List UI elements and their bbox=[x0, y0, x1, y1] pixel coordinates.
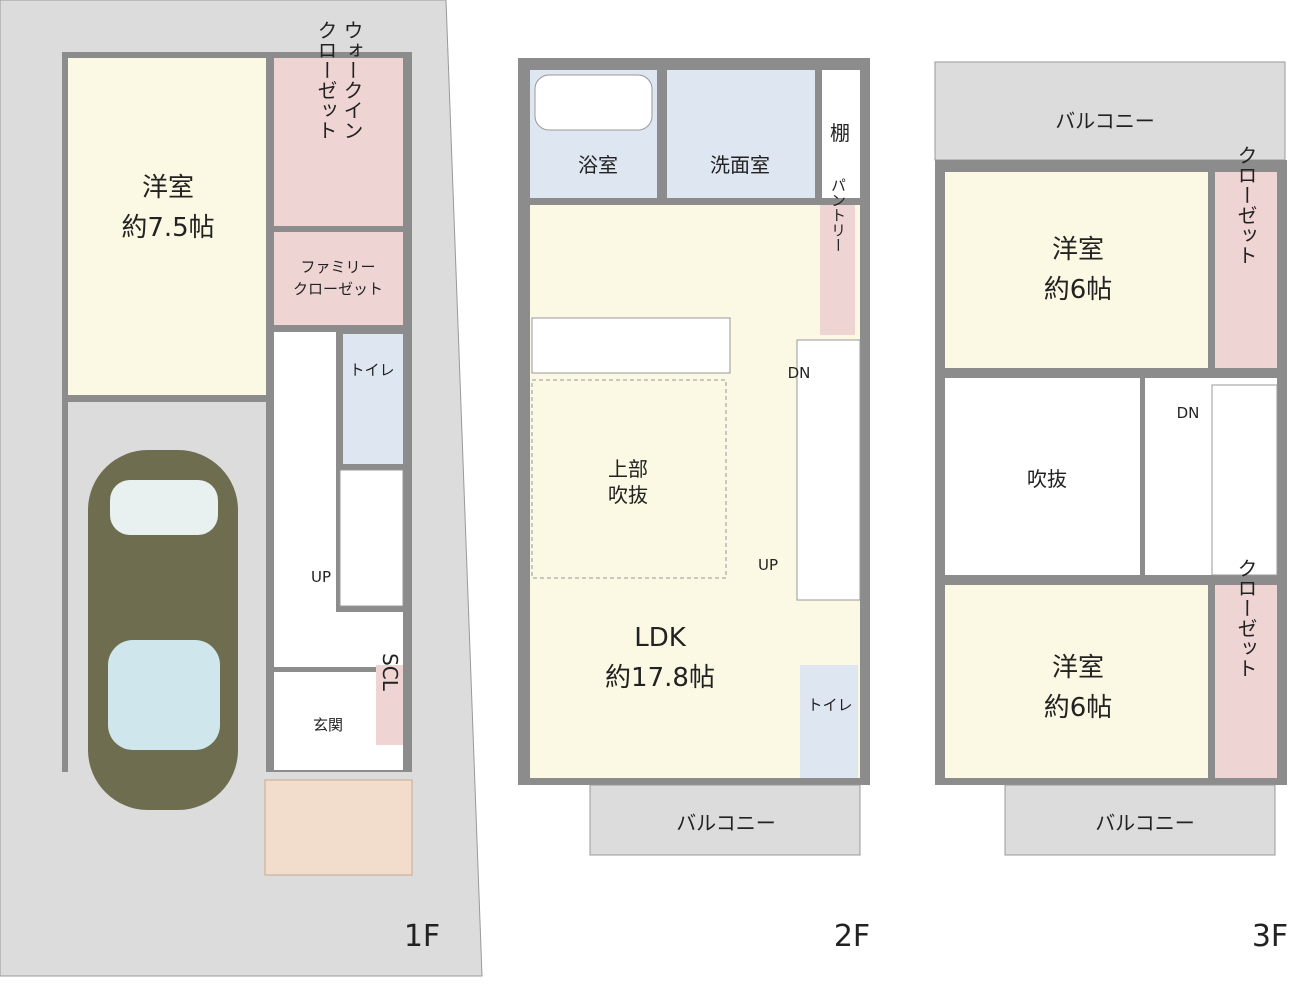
washroom-label: 洗面室 bbox=[710, 153, 770, 177]
floor-2f: 浴室 洗面室 棚 パントリー 上部 吹抜 LDK 約17.8帖 DN UP トイ… bbox=[518, 58, 870, 954]
void-3f bbox=[945, 378, 1140, 575]
closet2-label: クローゼット bbox=[1234, 558, 1258, 678]
shelf-label: 棚 bbox=[830, 121, 850, 145]
floor-3f: バルコニー 洋室 約6帖 クローゼット 吹抜 DN 洋室 約6帖 クローゼット … bbox=[934, 61, 1288, 954]
stairs-2f-down: DN bbox=[788, 364, 811, 382]
room1-name: 洋室 bbox=[1052, 235, 1104, 265]
ldk-name: LDK bbox=[634, 623, 687, 653]
balcony-2f-label: バルコニー bbox=[676, 811, 776, 835]
shoe-closet-label: SCL bbox=[378, 653, 402, 692]
balcony-3f-bottom bbox=[1004, 784, 1276, 856]
family-closet-label-2: クローゼット bbox=[293, 280, 383, 298]
toilet-1f-label: トイレ bbox=[349, 361, 394, 379]
kitchen-counter bbox=[531, 317, 731, 374]
void-above-label-2: 吹抜 bbox=[608, 483, 648, 507]
closet-3f-2 bbox=[1215, 585, 1277, 778]
entrance-porch bbox=[264, 779, 413, 876]
pantry bbox=[820, 205, 855, 335]
toilet-1f bbox=[343, 334, 403, 464]
family-closet-label-1: ファミリー bbox=[300, 258, 375, 276]
balcony-3f-top bbox=[934, 61, 1286, 161]
balcony-3f-top-label: バルコニー bbox=[1055, 109, 1155, 133]
wic-label-1: ウォークイン bbox=[340, 20, 364, 140]
stairs-1f bbox=[339, 469, 404, 607]
toilet-2f-label: トイレ bbox=[807, 696, 852, 714]
hallway-1f bbox=[274, 332, 336, 667]
closet-3f-1 bbox=[1215, 172, 1277, 368]
bath-label: 浴室 bbox=[578, 153, 618, 177]
western-room-3f-1 bbox=[945, 172, 1208, 368]
void-above-label-1: 上部 bbox=[608, 457, 648, 481]
floor-1f: 洋室 約7.5帖 ウォークイン クローゼット ファミリー クローゼット トイレ … bbox=[0, 0, 483, 977]
garage-wall bbox=[62, 402, 68, 772]
western-room-1f bbox=[68, 58, 266, 395]
wic-label-2: クローゼット bbox=[314, 20, 338, 140]
bathtub-icon bbox=[534, 74, 653, 131]
void-3f-label: 吹抜 bbox=[1027, 467, 1067, 491]
western-room-1f-size: 約7.5帖 bbox=[121, 213, 214, 243]
washroom bbox=[667, 70, 815, 198]
stairs-2f-up: UP bbox=[758, 556, 778, 574]
stairs-1f-label: UP bbox=[311, 568, 331, 586]
shoe-closet bbox=[376, 665, 403, 745]
western-room-1f-name: 洋室 bbox=[142, 173, 194, 203]
balcony-2f bbox=[589, 784, 861, 856]
pantry-label: パントリー bbox=[829, 178, 847, 253]
stairs-2f bbox=[796, 339, 861, 601]
family-closet bbox=[274, 232, 403, 325]
hall-lower bbox=[274, 612, 403, 667]
floor-label-1f: 1F bbox=[404, 919, 440, 954]
closet1-label: クローゼット bbox=[1234, 145, 1258, 265]
western-room-3f-2 bbox=[945, 585, 1208, 778]
shelf bbox=[822, 70, 860, 198]
walk-in-closet bbox=[274, 58, 403, 226]
room2-size: 約6帖 bbox=[1044, 693, 1113, 723]
car-icon bbox=[88, 450, 238, 810]
floor-label-3f: 3F bbox=[1252, 919, 1288, 954]
void-above-area bbox=[531, 379, 727, 579]
toilet-2f bbox=[800, 665, 858, 778]
balcony-3f-bottom-label: バルコニー bbox=[1095, 811, 1195, 835]
floor-label-2f: 2F bbox=[834, 919, 870, 954]
ldk-size: 約17.8帖 bbox=[605, 663, 715, 693]
room2-name: 洋室 bbox=[1052, 653, 1104, 683]
stairs-3f-down: DN bbox=[1177, 404, 1200, 422]
stairs-3f bbox=[1211, 384, 1278, 576]
room1-size: 約6帖 bbox=[1044, 275, 1113, 305]
entrance-label: 玄関 bbox=[313, 716, 343, 734]
